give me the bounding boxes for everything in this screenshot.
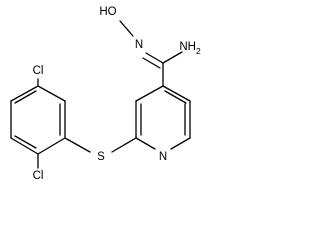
bond bbox=[10, 137, 39, 155]
bond bbox=[135, 85, 164, 102]
structure-canvas: Cl Cl S N N HO NH2 bbox=[10, 6, 201, 182]
bond-c-n-double bbox=[145, 52, 164, 64]
bond bbox=[10, 85, 39, 102]
pyridine-ring bbox=[135, 85, 191, 150]
bond bbox=[170, 137, 191, 150]
amine-main-text: NH bbox=[179, 41, 196, 53]
molecule-diagram: Cl Cl S N N HO NH2 bbox=[10, 6, 201, 182]
double-bond-inner bbox=[14, 90, 37, 104]
bond-s-pyridine bbox=[111, 137, 137, 153]
imine-nitrogen-label: N bbox=[135, 39, 143, 51]
bond-n-oh bbox=[119, 20, 134, 37]
ring-nitrogen-label: N bbox=[159, 151, 167, 163]
bond bbox=[162, 85, 191, 102]
bond bbox=[37, 137, 66, 155]
double-bond-inner bbox=[164, 90, 187, 104]
double-bond-inner bbox=[14, 135, 37, 149]
hydroxyl-label: HO bbox=[99, 6, 116, 18]
bond bbox=[135, 137, 156, 150]
dichlorophenyl-ring bbox=[10, 85, 66, 155]
sulfur-label: S bbox=[97, 151, 105, 163]
amine-subscript: 2 bbox=[196, 46, 201, 56]
bond-c-n-double-second bbox=[142, 57, 161, 69]
amine-label: NH2 bbox=[179, 41, 201, 56]
chlorine-top-label: Cl bbox=[33, 65, 44, 77]
chlorine-bottom-label: Cl bbox=[33, 170, 44, 182]
bond-c-nh2 bbox=[162, 51, 183, 64]
bond bbox=[37, 85, 66, 102]
bond-phenyl-s bbox=[64, 137, 91, 153]
